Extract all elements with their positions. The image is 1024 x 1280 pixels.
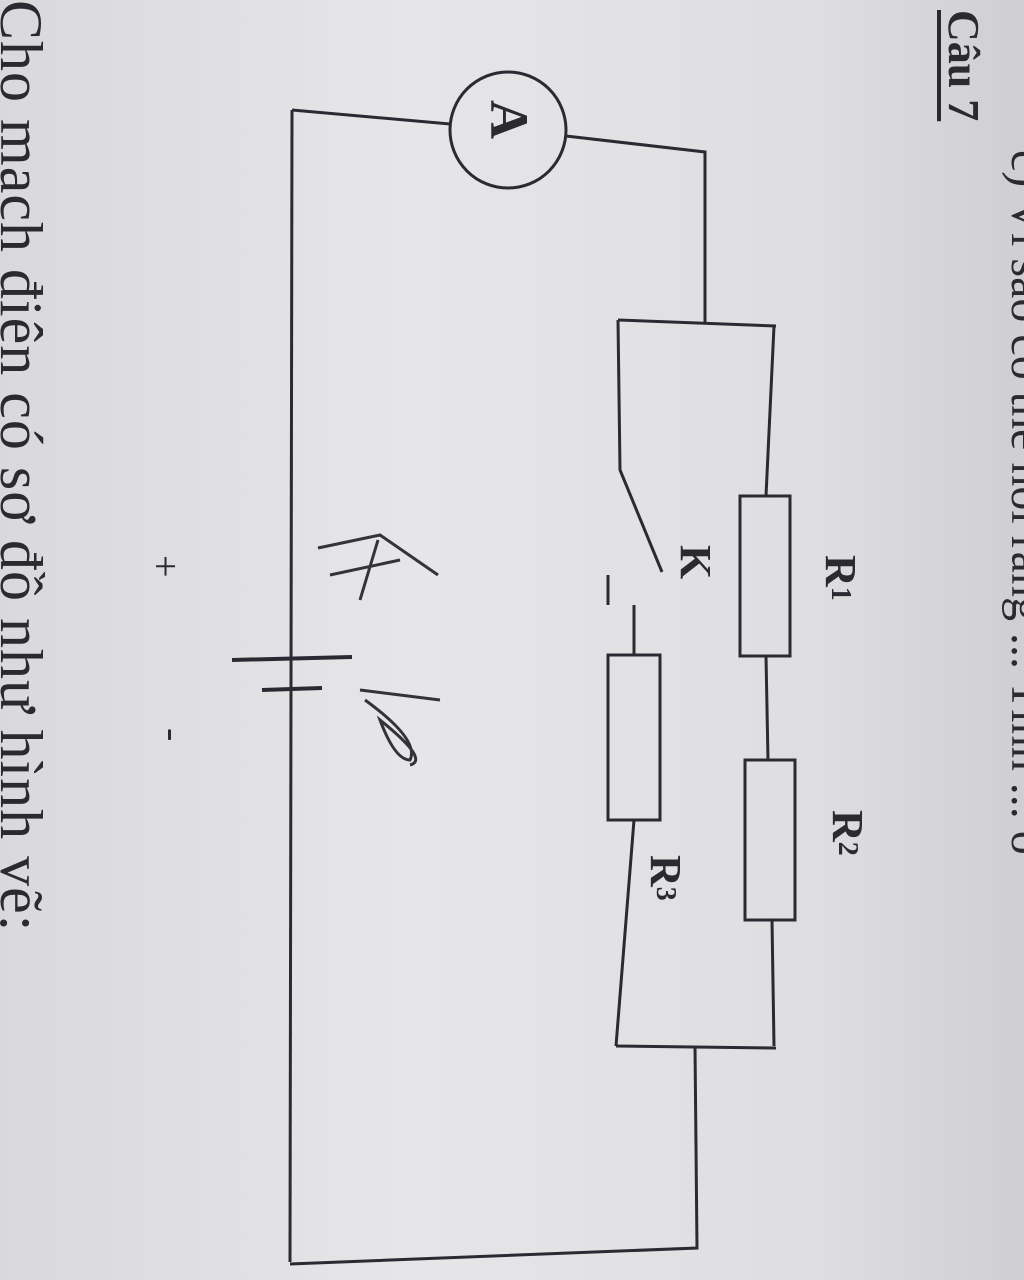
r3-sub: 3 xyxy=(650,886,681,901)
switch-k xyxy=(616,319,664,573)
ammeter-label: A xyxy=(479,100,539,139)
battery-short-plate xyxy=(261,686,323,692)
r1-letter: R xyxy=(816,555,865,587)
r2-letter: R xyxy=(823,810,872,842)
r3-label: R3 xyxy=(640,855,691,901)
ammeter-circle xyxy=(448,70,568,190)
wire-top xyxy=(291,108,707,322)
handwritten-a xyxy=(317,533,439,601)
wire-right-branch xyxy=(764,325,776,1047)
resistor-r2 xyxy=(743,758,797,922)
wire-left xyxy=(288,109,294,1263)
r2-sub: 2 xyxy=(832,841,863,856)
r3-letter: R xyxy=(641,855,690,887)
handwritten-b xyxy=(359,688,441,767)
battery-long-plate xyxy=(231,655,353,662)
resistor-r3 xyxy=(606,653,662,822)
wire-parallel-top xyxy=(617,318,777,328)
previous-question-text: c) Vì sao có thể nói rằng ... Tính ... ở xyxy=(1001,150,1024,857)
wire-r3 xyxy=(614,605,636,1047)
resistor-r1 xyxy=(738,494,792,658)
battery-minus: - xyxy=(151,728,196,742)
battery-plus: + xyxy=(143,555,188,578)
wire-bottom xyxy=(289,1045,699,1266)
r2-label: R2 xyxy=(822,810,873,856)
question-label: Câu 7 xyxy=(939,10,988,122)
r1-label: R1 xyxy=(815,555,866,601)
prompt-text: Cho mạch điện có sơ đồ như hình vẽ: xyxy=(0,0,54,933)
r1-sub: 1 xyxy=(825,586,856,601)
handwriting xyxy=(317,533,441,767)
switch-label: K xyxy=(671,545,720,580)
